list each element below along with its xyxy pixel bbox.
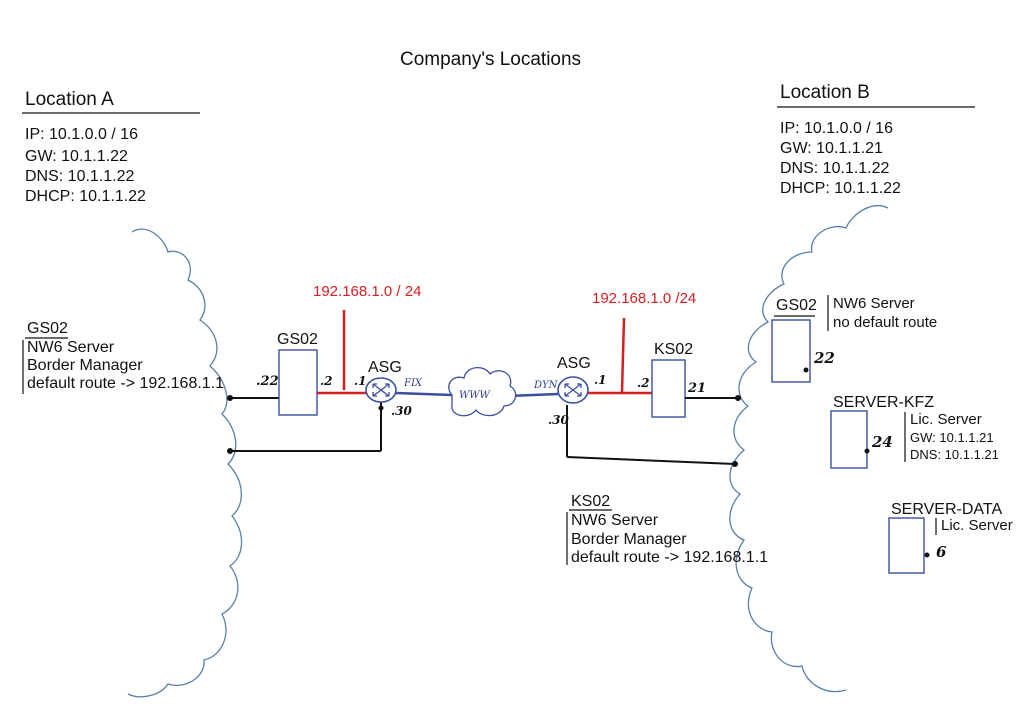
server-kfz: SERVER-KFZ Lic. Server GW: 10.1.1.21 DNS… [830, 394, 999, 469]
location-a-ip: IP: 10.1.0.0 / 16 [25, 126, 138, 143]
ks02-note-name: KS02 [571, 493, 610, 510]
right-subnet-pointer [620, 317, 626, 393]
server-gs02-b-host: 22 [813, 349, 835, 367]
internet-cloud-icon: WWW [448, 367, 517, 417]
ks02-server-box[interactable] [651, 359, 686, 418]
router-icon[interactable] [557, 376, 589, 404]
page-title: Company's Locations [400, 49, 581, 70]
right-subnet-label: 192.168.1.0 /24 [592, 290, 696, 307]
server-gs02-b-box[interactable] [771, 319, 811, 383]
server-data-line: Lic. Server [941, 517, 1013, 534]
left-wan-link [395, 391, 453, 397]
gs02-transfer-port: .2 [320, 374, 333, 388]
server-kfz-host: 24 [871, 433, 893, 451]
gs02-server-label: GS02 [277, 331, 318, 348]
server-kfz-line: GW: 10.1.1.21 [910, 430, 994, 445]
location-a-dns: DNS: 10.1.1.22 [25, 168, 135, 185]
gs02-server-box[interactable] [278, 349, 318, 416]
location-a-info: Location A IP: 10.1.0.0 / 16 GW: 10.1.1.… [22, 89, 200, 205]
location-b-heading: Location B [780, 82, 870, 103]
gs02-note-line: NW6 Server [27, 339, 115, 356]
left-link: 192.168.1.0 / 24 GS02 ASG .22 .2 .1 .30 … [227, 283, 423, 454]
server-kfz-box[interactable] [830, 410, 868, 469]
location-a-heading: Location A [25, 89, 114, 110]
right-router-lan-port: .30 [548, 413, 570, 427]
location-b-cloud [729, 205, 889, 693]
server-kfz-line: DNS: 10.1.1.21 [910, 447, 999, 462]
location-a-cloud [127, 228, 243, 698]
location-b-ip: IP: 10.1.0.0 / 16 [780, 120, 893, 137]
ks02-host-label: 21 [687, 381, 706, 396]
location-a-gw: GW: 10.1.1.22 [25, 148, 128, 165]
left-router-port: .1 [354, 374, 367, 388]
ks02-note: KS02 NW6 Server Border Manager default r… [566, 493, 768, 566]
right-router-label: ASG [557, 355, 591, 372]
left-subnet-label: 192.168.1.0 / 24 [313, 283, 421, 300]
ks02-note-line: NW6 Server [571, 512, 659, 529]
server-kfz-line: Lic. Server [910, 411, 982, 428]
server-gs02-b-line: no default route [833, 314, 937, 331]
internet-label: WWW [459, 390, 491, 401]
ks02-transfer-port: .2 [637, 376, 650, 390]
router-icon[interactable] [365, 377, 397, 403]
left-wan-tag: FIX [403, 378, 423, 389]
server-data-host: 6 [936, 543, 947, 561]
location-b-info: Location B IP: 10.1.0.0 / 16 GW: 10.1.1.… [777, 82, 975, 197]
gs02-note-name: GS02 [27, 320, 68, 337]
server-kfz-name: SERVER-KFZ [833, 394, 934, 411]
gs02-note: GS02 NW6 Server Border Manager default r… [22, 320, 224, 394]
left-router-label: ASG [368, 359, 402, 376]
server-data-name: SERVER-DATA [891, 501, 1002, 518]
gs02-host-label: .22 [256, 374, 279, 389]
server-gs02-b: GS02 NW6 Server no default route 22 [771, 295, 937, 383]
right-link: 192.168.1.0 /24 ASG DYN KS02 .1 .2 21 .3… [533, 290, 741, 467]
location-a-dhcp: DHCP: 10.1.1.22 [25, 188, 146, 205]
ks02-note-line: Border Manager [571, 531, 687, 548]
server-data: SERVER-DATA Lic. Server 6 [888, 501, 1013, 574]
ks02-server-label: KS02 [654, 341, 693, 358]
location-b-gw: GW: 10.1.1.21 [780, 140, 883, 157]
ks02-note-line: default route -> 192.168.1.1 [571, 549, 768, 566]
left-router-lan-port: .30 [391, 404, 413, 418]
server-data-box[interactable] [888, 517, 925, 574]
server-gs02-b-name: GS02 [776, 297, 817, 314]
right-router-port: .1 [594, 373, 607, 387]
gs02-note-line: Border Manager [27, 357, 143, 374]
gs02-note-line: default route -> 192.168.1.1 [27, 375, 224, 392]
location-b-dhcp: DHCP: 10.1.1.22 [780, 180, 901, 197]
right-wan-tag: DYN [533, 380, 559, 391]
server-gs02-b-line: NW6 Server [833, 295, 915, 312]
right-wan-link [507, 392, 559, 398]
location-b-dns: DNS: 10.1.1.22 [780, 160, 890, 177]
